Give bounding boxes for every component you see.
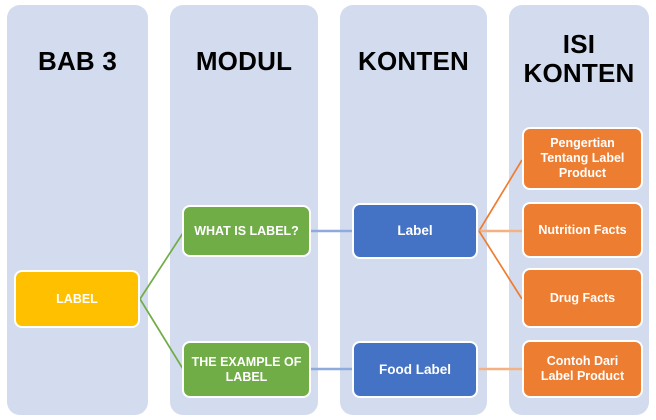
node-food-label[interactable]: Food Label xyxy=(352,341,478,398)
node-pengertian-tentang-label-product[interactable]: Pengertian Tentang Label Product xyxy=(522,127,643,190)
node-what-is-label[interactable]: WHAT IS LABEL? xyxy=(182,205,311,257)
column-title-modul: MODUL xyxy=(195,46,293,76)
column-title-isi-konten-line2: KONTEN xyxy=(523,58,635,89)
column-title-bab3: BAB 3 xyxy=(37,46,117,76)
node-root-label[interactable]: LABEL xyxy=(14,270,140,328)
column-title-konten: KONTEN xyxy=(358,46,469,76)
node-konten-label[interactable]: Label xyxy=(352,203,478,259)
column-title-isi-konten-line1: ISI xyxy=(562,29,596,59)
column-panel-bab3: BAB 3 xyxy=(7,5,148,415)
node-drug-facts[interactable]: Drug Facts xyxy=(522,268,643,328)
node-nutrition-facts[interactable]: Nutrition Facts xyxy=(522,202,643,258)
node-the-example-of-label[interactable]: THE EXAMPLE OF LABEL xyxy=(182,341,311,398)
node-contoh-dari-label-product[interactable]: Contoh Dari Label Product xyxy=(522,340,643,398)
column-title-isi-konten: ISI KONTEN xyxy=(509,29,649,89)
